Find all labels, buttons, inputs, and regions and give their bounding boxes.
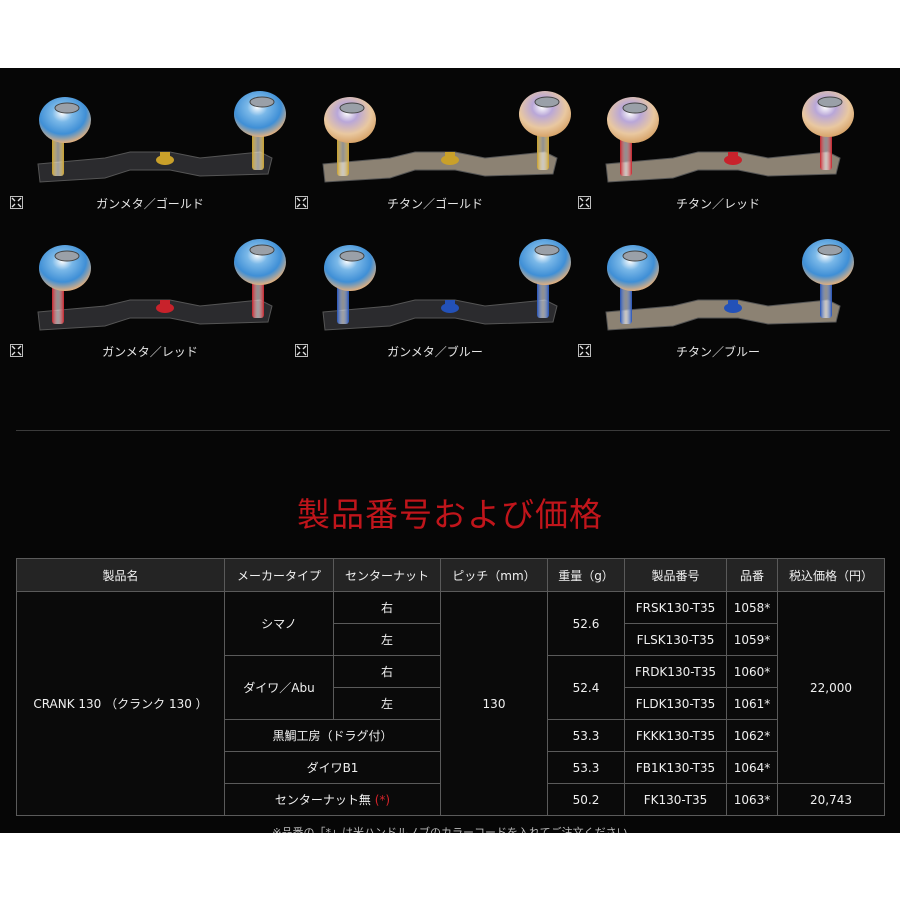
part-number-cell: 1060* <box>726 655 778 688</box>
product-code-cell: FLDK130-T35 <box>624 687 727 720</box>
product-panel: ガンメタ／ゴールド <box>0 68 900 833</box>
product-image-3: チタン／レッド <box>578 78 858 218</box>
crank-handle-illustration <box>322 239 571 331</box>
crank-handle-illustration <box>37 91 286 183</box>
header-product-code: 製品番号 <box>624 558 727 592</box>
weight-no-nut-cell: 50.2 <box>547 783 625 816</box>
zoom-expand-icon <box>295 196 308 209</box>
header-weight: 重量（g） <box>547 558 625 592</box>
part-number-cell: 1062* <box>726 719 778 752</box>
product-color-label: チタン／ブルー <box>675 345 760 359</box>
weight-daiwa-cell: 52.4 <box>547 655 625 720</box>
nut-left-cell: 左 <box>333 687 441 720</box>
maker-daiwa-abu-cell: ダイワ／Abu <box>224 655 334 720</box>
product-image-4: ガンメタ／レッド <box>10 226 290 366</box>
product-code-cell: FRDK130-T35 <box>624 655 727 688</box>
weight-kurogane-cell: 53.3 <box>547 719 625 752</box>
spec-table: 製品名 メーカータイプ センターナット ピッチ（mm） 重量（g） 製品番号 品… <box>16 558 885 816</box>
product-code-cell: FLSK130-T35 <box>624 623 727 656</box>
product-code-cell: FKKK130-T35 <box>624 719 727 752</box>
nut-left-cell: 左 <box>333 623 441 656</box>
header-price: 税込価格（円） <box>777 558 885 592</box>
footnote: ※品番の「*」は米ハンドルノブのカラーコードを入れてご注文ください <box>272 826 628 833</box>
weight-daiwa-b1-cell: 53.3 <box>547 751 625 784</box>
zoom-expand-icon <box>578 344 591 357</box>
product-image-5: ガンメタ／ブルー <box>295 226 575 366</box>
product-caption: チタン／ブルー <box>578 344 858 360</box>
product-color-label: チタン／ゴールド <box>386 197 483 211</box>
header-maker-type: メーカータイプ <box>224 558 334 592</box>
table-header-row: 製品名 メーカータイプ センターナット ピッチ（mm） 重量（g） 製品番号 品… <box>16 558 885 592</box>
section-title: 製品番号および価格 <box>297 495 603 534</box>
header-product-name: 製品名 <box>16 558 225 592</box>
table-row: ダイワB1 53.3 FB1K130-T35 1064* <box>17 751 885 784</box>
maker-shimano-cell: シマノ <box>224 591 334 656</box>
product-caption: チタン／レッド <box>578 196 858 212</box>
product-color-label: チタン／レッド <box>675 197 760 211</box>
product-color-label: ガンメタ／ブルー <box>387 345 483 359</box>
price-no-nut-cell: 20,743 <box>777 783 885 816</box>
product-caption: ガンメタ／ゴールド <box>10 196 290 212</box>
product-image-1: ガンメタ／ゴールド <box>10 78 290 218</box>
part-number-cell: 1059* <box>726 623 778 656</box>
kurogane-cell: 黒鯛工房（ドラグ付） <box>224 719 441 752</box>
crank-handle-illustration <box>322 91 571 183</box>
header-center-nut: センターナット <box>333 558 441 592</box>
product-caption: チタン／ゴールド <box>295 196 575 212</box>
price-main-cell: 22,000 <box>777 591 885 784</box>
part-number-cell: 1061* <box>726 687 778 720</box>
crank-handle-illustration <box>37 239 286 331</box>
nut-right-cell: 右 <box>333 655 441 688</box>
pitch-cell: 130 <box>440 591 548 816</box>
header-part-number: 品番 <box>726 558 778 592</box>
product-caption: ガンメタ／ブルー <box>295 344 575 360</box>
section-divider <box>16 430 890 431</box>
daiwa-b1-cell: ダイワB1 <box>224 751 441 784</box>
weight-shimano-cell: 52.6 <box>547 591 625 656</box>
no-nut-cell: センターナット無 (*) <box>224 783 441 816</box>
product-name-cell: CRANK 130 （クランク 130 ） <box>16 591 225 816</box>
table-row: センターナット無 (*) 50.2 FK130-T35 1063* 20,743 <box>17 783 885 816</box>
product-code-cell: FRSK130-T35 <box>624 591 727 624</box>
product-code-cell: FB1K130-T35 <box>624 751 727 784</box>
part-number-cell: 1058* <box>726 591 778 624</box>
product-color-label: ガンメタ／レッド <box>102 345 198 359</box>
part-number-cell: 1064* <box>726 751 778 784</box>
part-number-cell: 1063* <box>726 783 778 816</box>
zoom-expand-icon <box>578 196 591 209</box>
table-row: 黒鯛工房（ドラグ付） 53.3 FKKK130-T35 1062* <box>17 719 885 752</box>
product-caption: ガンメタ／レッド <box>10 344 290 360</box>
product-image-2: チタン／ゴールド <box>295 78 575 218</box>
table-row: 左 FLSK130-T35 1059* <box>17 623 885 656</box>
product-code-cell: FK130-T35 <box>624 783 727 816</box>
product-image-6: チタン／ブルー <box>578 226 858 366</box>
nut-right-cell: 右 <box>333 591 441 624</box>
zoom-expand-icon <box>10 196 23 209</box>
no-nut-label: センターナット無 <box>274 793 371 807</box>
zoom-expand-icon <box>10 344 23 357</box>
no-nut-mark: (*) <box>374 793 391 807</box>
crank-handle-illustration <box>605 239 854 331</box>
table-row: CRANK 130 （クランク 130 ） シマノ 右 130 52.6 FRS… <box>16 591 885 816</box>
table-row: ダイワ／Abu 右 52.4 FRDK130-T35 1060* <box>17 655 885 720</box>
product-color-label: ガンメタ／ゴールド <box>96 197 204 211</box>
header-pitch: ピッチ（mm） <box>440 558 548 592</box>
zoom-expand-icon <box>295 344 308 357</box>
crank-handle-illustration <box>605 91 854 183</box>
